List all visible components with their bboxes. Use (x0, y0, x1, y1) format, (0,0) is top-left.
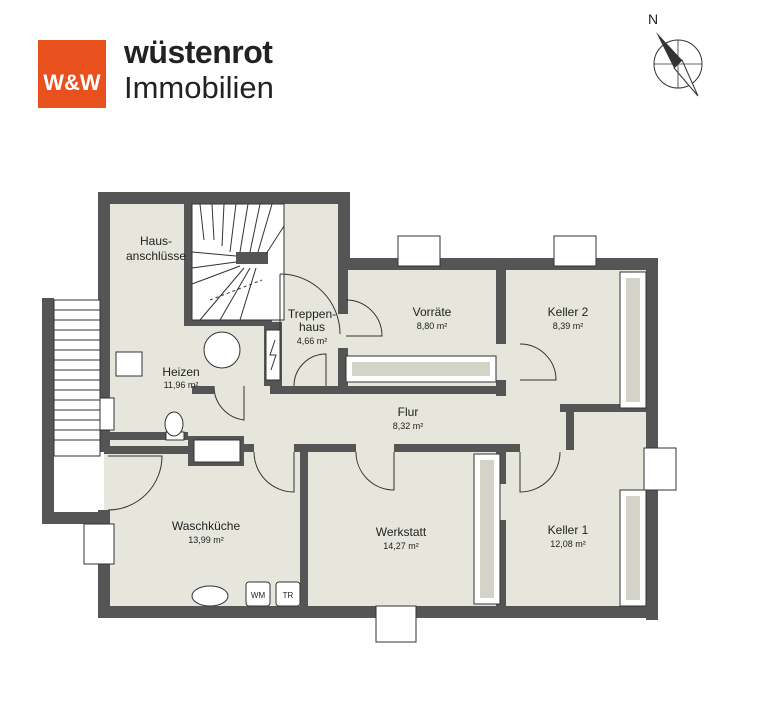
room-heizen-area: 11,96 m² (164, 380, 199, 390)
room-waschkueche-area: 13,99 m² (188, 535, 224, 545)
doors (107, 273, 561, 511)
room-werkstatt-label: Werkstatt (376, 525, 427, 539)
internal-stair (191, 203, 285, 321)
room-heizen-label: Heizen (162, 365, 199, 379)
room-vorraete-area: 8,80 m² (417, 321, 448, 331)
room-keller1-label: Keller 1 (548, 523, 589, 537)
compass-icon: N (648, 11, 703, 97)
svg-text:W&W: W&W (43, 70, 101, 95)
room-flur-label: Flur (398, 405, 419, 419)
external-stair (42, 298, 108, 524)
compass-north-label: N (648, 11, 658, 27)
fixtures (115, 329, 301, 607)
room-treppenhaus-area: 4,66 m² (297, 336, 328, 346)
windows (83, 235, 677, 643)
brand-wordmark: wüstenrot Immobilien (124, 34, 274, 106)
room-keller1-area: 12,08 m² (550, 539, 586, 549)
room-waschkueche-label: Waschküche (172, 519, 241, 533)
interior-walls (104, 200, 656, 610)
room-treppenhaus-label1: Treppen- (288, 307, 336, 321)
dryer-label: TR (283, 591, 294, 600)
room-hausanschluesse-label2: anschlüsse (126, 249, 186, 263)
brand-name: wüstenrot (124, 34, 273, 70)
room-hausanschluesse-label1: Haus- (140, 234, 172, 248)
room-keller2-area: 8,39 m² (553, 321, 584, 331)
shelf-shading (352, 278, 640, 600)
ww-logo: W&W (38, 40, 106, 108)
room-flur-area: 8,32 m² (393, 421, 424, 431)
washer-label: WM (251, 591, 266, 600)
room-werkstatt-area: 14,27 m² (383, 541, 419, 551)
room-treppenhaus-label2: haus (299, 320, 325, 334)
brand-subtitle: Immobilien (124, 70, 274, 105)
room-keller2-label: Keller 2 (548, 305, 589, 319)
room-vorraete-label: Vorräte (413, 305, 452, 319)
